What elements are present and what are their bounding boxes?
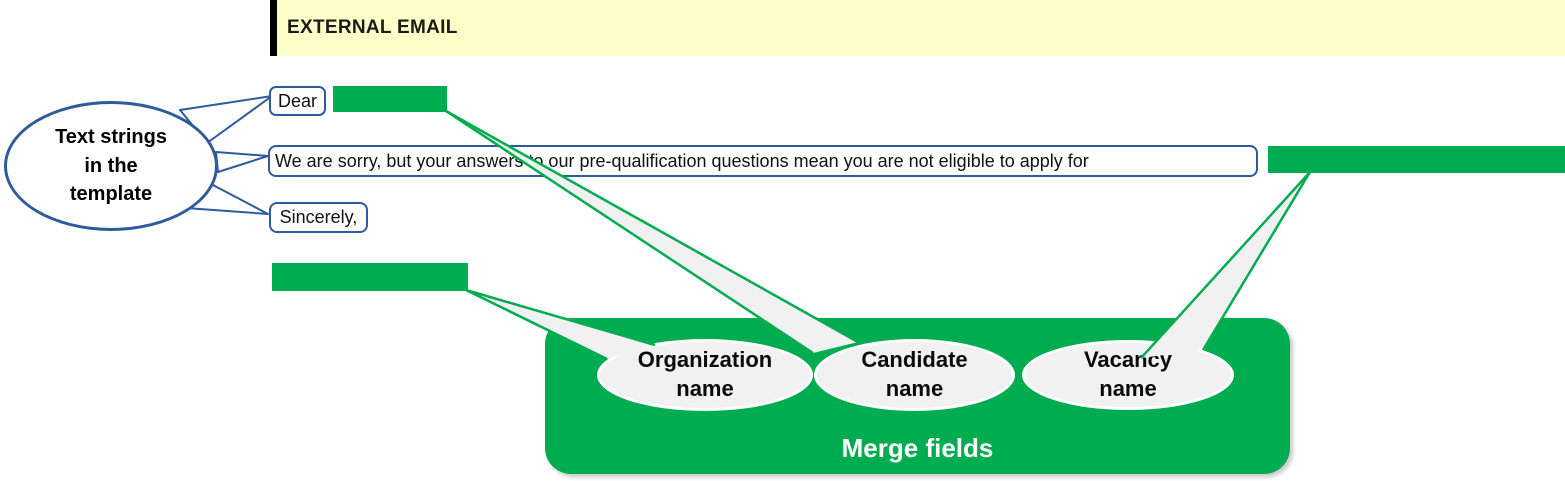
vacancy-name-line2: name xyxy=(1099,376,1157,401)
organization-name-placeholder xyxy=(272,263,468,291)
text-strings-line2: in the xyxy=(84,154,138,177)
candidate-name-line1: Candidate xyxy=(861,347,968,373)
pointer-to-body xyxy=(215,151,269,173)
candidate-name-field: Candidate name xyxy=(814,339,1015,411)
greeting-text: Dear xyxy=(277,90,317,111)
external-email-label: EXTERNAL EMAIL xyxy=(287,17,458,38)
vacancy-name-line1: Vacancy xyxy=(1083,347,1173,373)
closing-text: Sincerely, xyxy=(279,207,358,227)
text-strings-callout: Text strings in the template xyxy=(4,101,218,231)
body-text: We are sorry, but your answers to our pr… xyxy=(275,150,1089,171)
vacancy-name-field: Vacancy name xyxy=(1022,340,1234,410)
organization-name-line2: name xyxy=(676,376,734,401)
vacancy-name-placeholder xyxy=(1268,146,1565,173)
merge-fields-title: Merge fields xyxy=(841,433,994,463)
organization-name-field: Organization name xyxy=(597,339,813,411)
body-text-box: We are sorry, but your answers to our pr… xyxy=(268,145,1258,177)
candidate-name-line2: name xyxy=(885,376,944,401)
organization-name-line1: Organization xyxy=(637,347,773,373)
greeting-text-box: Dear xyxy=(269,86,326,116)
candidate-name-placeholder xyxy=(333,86,447,112)
external-email-banner: EXTERNAL EMAIL xyxy=(270,0,1565,56)
text-strings-line1: Text strings xyxy=(55,126,167,149)
text-strings-line3: template xyxy=(69,183,153,206)
closing-text-box: Sincerely, xyxy=(269,202,368,233)
